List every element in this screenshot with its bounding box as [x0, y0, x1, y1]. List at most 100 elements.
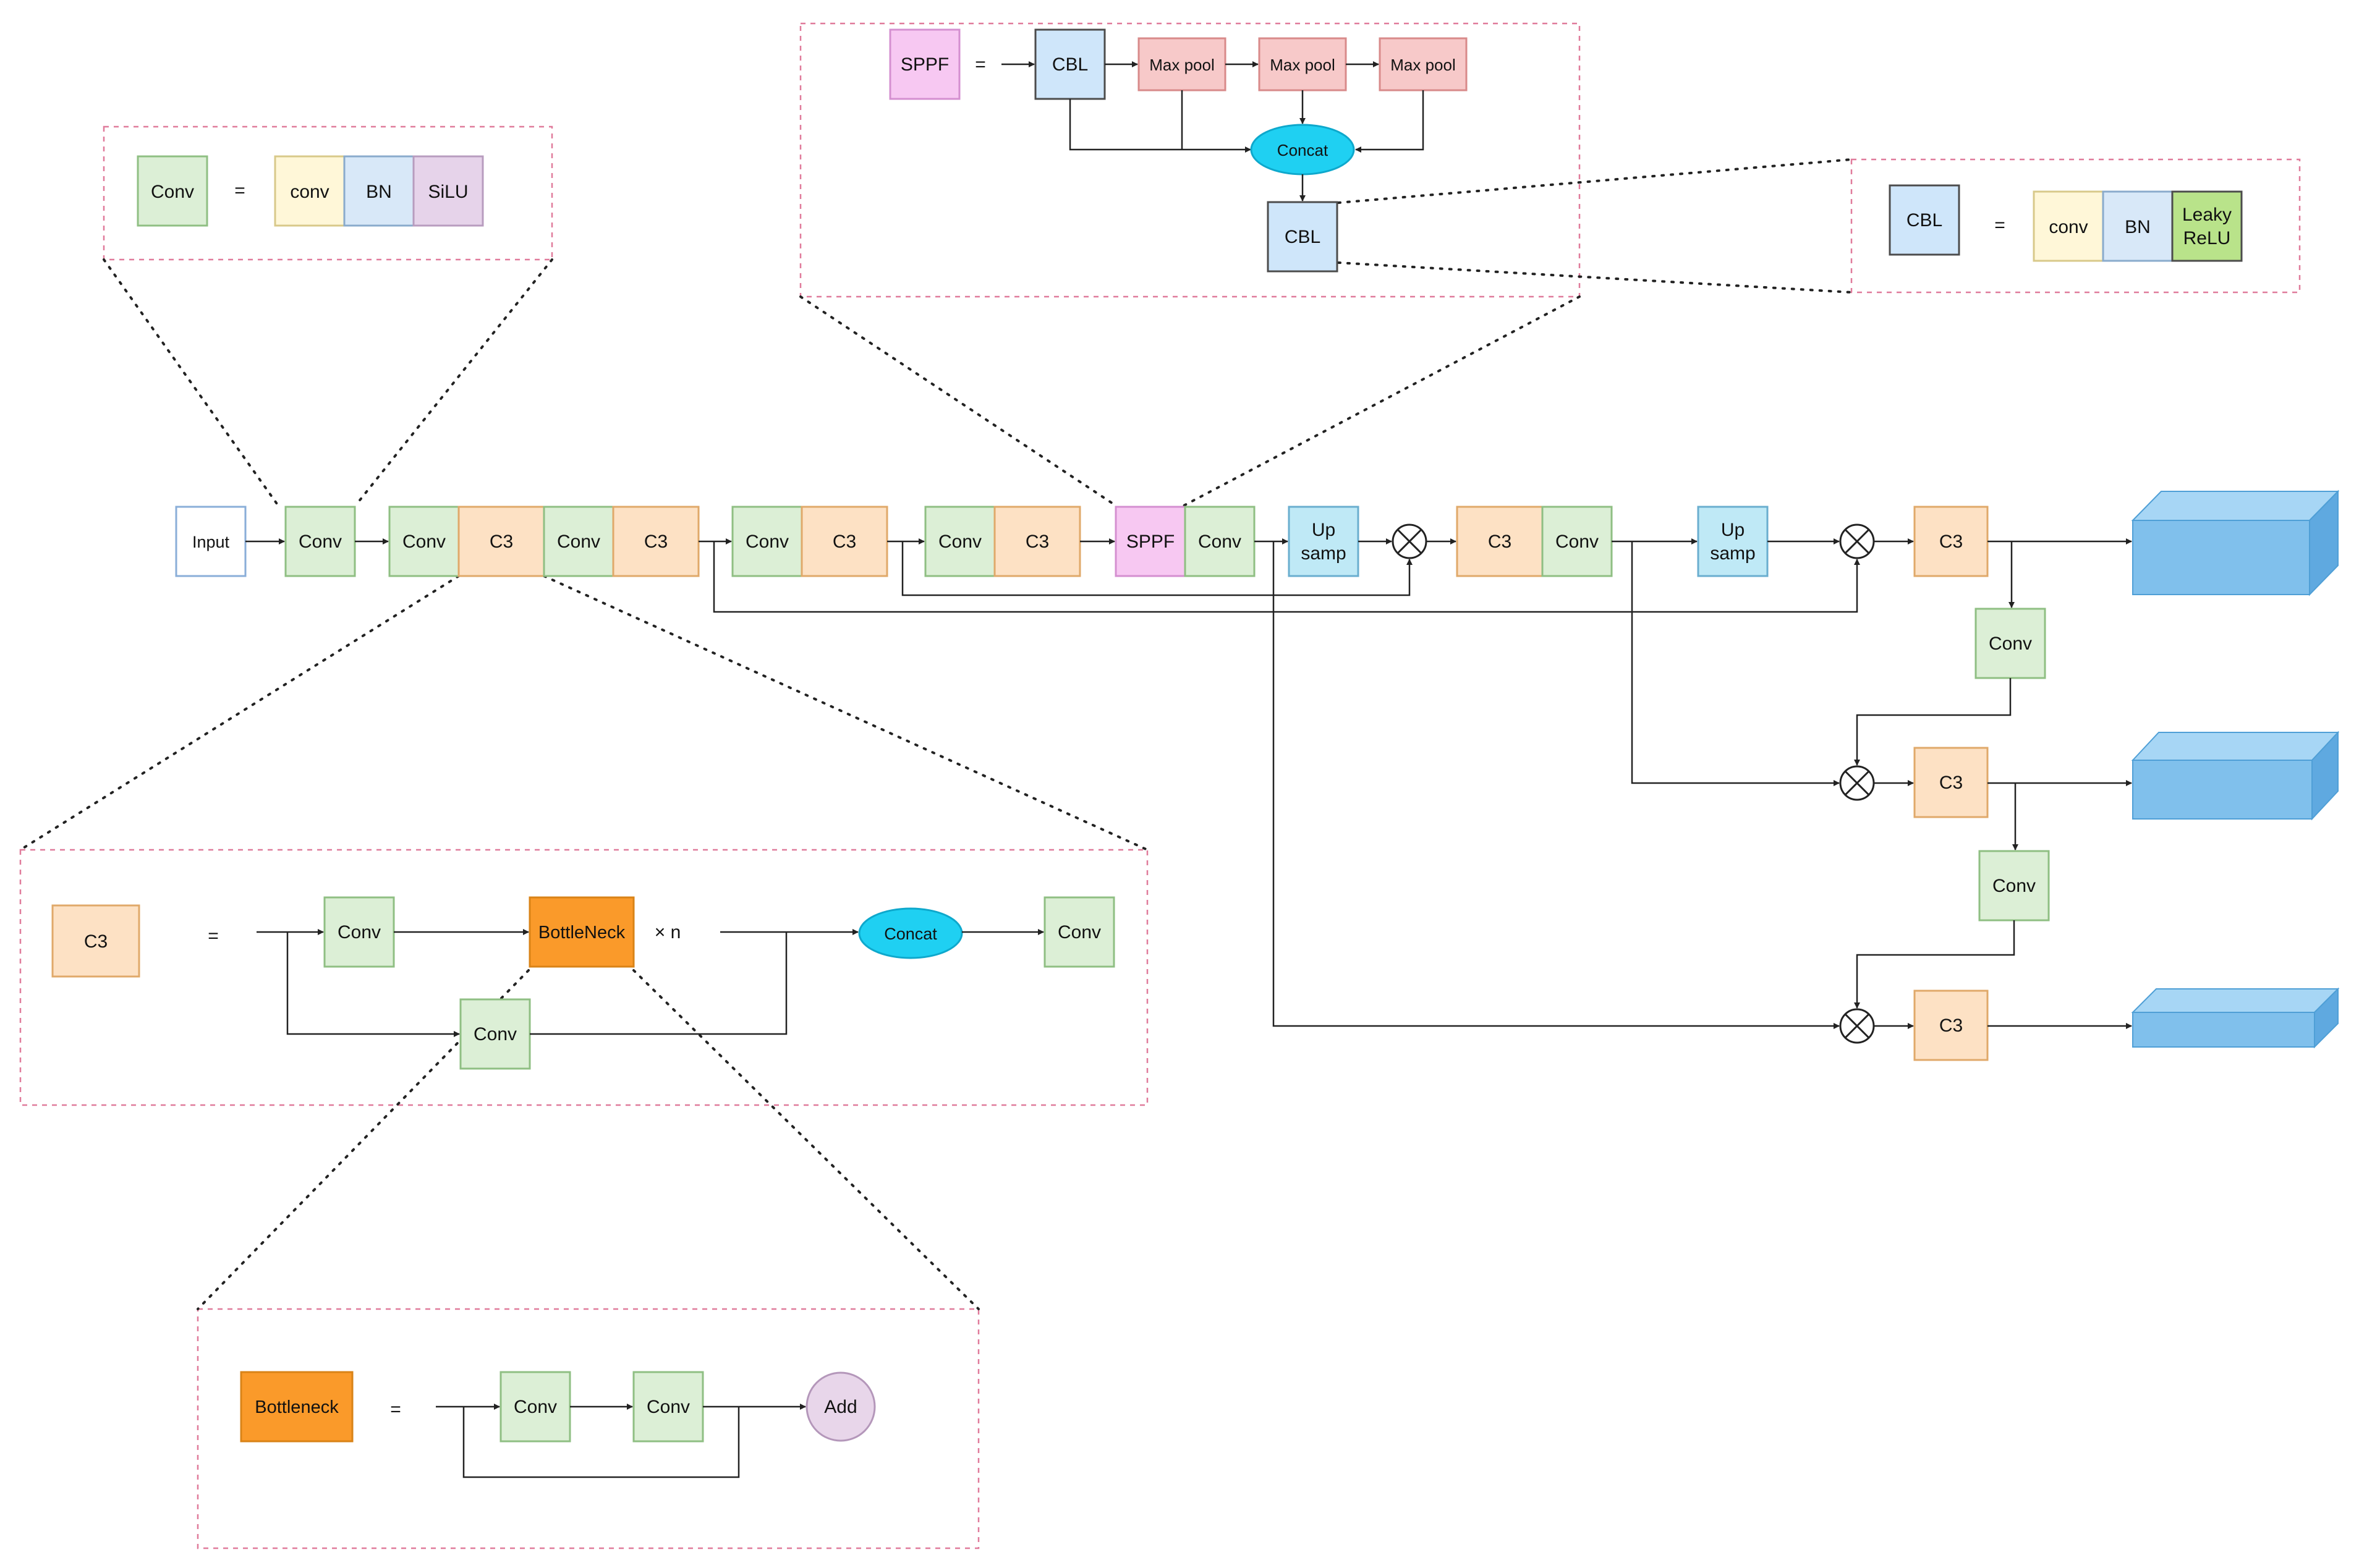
conv-label: Conv [514, 1397, 557, 1417]
upsample-block [1288, 506, 1359, 577]
conv-label: Conv [1555, 532, 1599, 552]
max-pool-label: Max pool [1390, 56, 1456, 74]
concat-op-icon [1392, 523, 1427, 559]
c3-block [993, 506, 1081, 577]
equals-sign: = [390, 1399, 401, 1420]
output-feature-map-small [2131, 987, 2340, 1049]
cbl-block [1267, 201, 1338, 273]
connector-arrow [1854, 678, 2012, 766]
max-pool-block [1258, 37, 1347, 91]
upsample-label-samp: samp [1301, 543, 1346, 564]
conv-block [1978, 850, 2050, 922]
conv-label: Conv [299, 532, 342, 552]
c3-definition-frame [19, 849, 1149, 1106]
sppf-definition-frame [799, 22, 1581, 298]
conv-label: Conv [746, 532, 789, 552]
zoom-line [103, 258, 279, 507]
c3-block [51, 904, 140, 978]
cbl-block [1889, 184, 1960, 256]
upsample-label-up: Up [1721, 520, 1745, 540]
conv-label: Conv [1989, 634, 2032, 654]
bn-label: BN [2125, 217, 2151, 237]
max-pool-label: Max pool [1270, 56, 1335, 74]
bottleneck-definition-frame [197, 1308, 980, 1549]
conv-label: Conv [402, 532, 446, 552]
upsample-label-up: Up [1312, 520, 1335, 540]
skip-connection-arrow [713, 541, 1860, 613]
connector-arrow [286, 932, 460, 1037]
conv-label: Conv [1198, 532, 1241, 552]
concat-op-icon [1839, 523, 1875, 559]
conv-layer-label: conv [290, 182, 329, 202]
sppf-label: SPPF [901, 54, 949, 75]
zoom-line [632, 969, 980, 1310]
conv-block [924, 506, 996, 577]
c3-label: C3 [833, 532, 856, 552]
c3-label: C3 [84, 931, 108, 952]
sppf-label: SPPF [1126, 532, 1175, 552]
c3-block [801, 506, 888, 577]
conv-label: Conv [151, 182, 194, 202]
conv-label: Conv [557, 532, 600, 552]
concat-op-icon [1839, 765, 1875, 801]
conv-block [731, 506, 803, 577]
conv-block [323, 896, 395, 968]
equals-sign: = [234, 180, 245, 201]
c3-label: C3 [1939, 532, 1963, 552]
zoom-line [543, 575, 1149, 851]
zoom-line [19, 575, 460, 851]
connector-arrow [1355, 90, 1424, 153]
conv-block [1043, 896, 1115, 968]
zoom-line [1337, 158, 1853, 204]
cbl-label: CBL [1285, 227, 1320, 247]
conv-block [1974, 608, 2046, 679]
leaky-label: Leaky [2182, 205, 2232, 225]
zoom-line [799, 295, 1117, 507]
skip-connection-arrow [1631, 541, 1840, 786]
conv-block [459, 998, 531, 1070]
connector-line [530, 932, 788, 1035]
conv-label: Conv [1058, 922, 1101, 943]
conv-layer-block [2033, 190, 2104, 262]
concat-node [858, 907, 963, 959]
equals-sign: = [208, 926, 219, 946]
output-feature-map-large [2131, 489, 2340, 596]
skip-connection-arrow [1272, 541, 1840, 1029]
equals-sign: = [1994, 215, 2005, 235]
silu-label: SiLU [428, 182, 468, 202]
cbl-definition-frame [1850, 158, 2301, 294]
concat-op-icon [1839, 1008, 1875, 1044]
output-feature-map-medium [2131, 731, 2340, 821]
zoom-line [1183, 295, 1581, 507]
bottleneck-block [529, 896, 635, 968]
conv-label: Conv [647, 1397, 690, 1417]
sppf-block [889, 28, 961, 100]
c3-label: C3 [1939, 1015, 1963, 1036]
skip-connection-arrow [901, 541, 1413, 596]
add-label: Add [824, 1397, 857, 1417]
conv-block [388, 506, 460, 577]
conv-layer-block [274, 155, 346, 227]
equals-sign: = [975, 54, 986, 75]
conv-label: Conv [338, 922, 381, 943]
relu-label: ReLU [2183, 228, 2231, 248]
bottleneck-label: Bottleneck [255, 1397, 339, 1417]
upsample-block [1697, 506, 1769, 577]
input-label: Input [192, 533, 230, 551]
c3-block [1913, 990, 1989, 1061]
concat-label: Concat [1277, 141, 1328, 159]
c3-block [1913, 747, 1989, 818]
c3-label: C3 [490, 532, 513, 552]
concat-label: Concat [884, 925, 937, 943]
conv-label: Conv [938, 532, 982, 552]
bn-label: BN [366, 182, 392, 202]
silu-block [412, 155, 484, 227]
upsample-label-samp: samp [1710, 543, 1755, 564]
cbl-label: CBL [1906, 210, 1942, 231]
conv-block [137, 155, 208, 227]
cbl-label: CBL [1052, 54, 1088, 75]
bottleneck-label: BottleNeck [538, 923, 626, 943]
bn-block [343, 155, 415, 227]
conv-definition-frame [103, 125, 553, 261]
